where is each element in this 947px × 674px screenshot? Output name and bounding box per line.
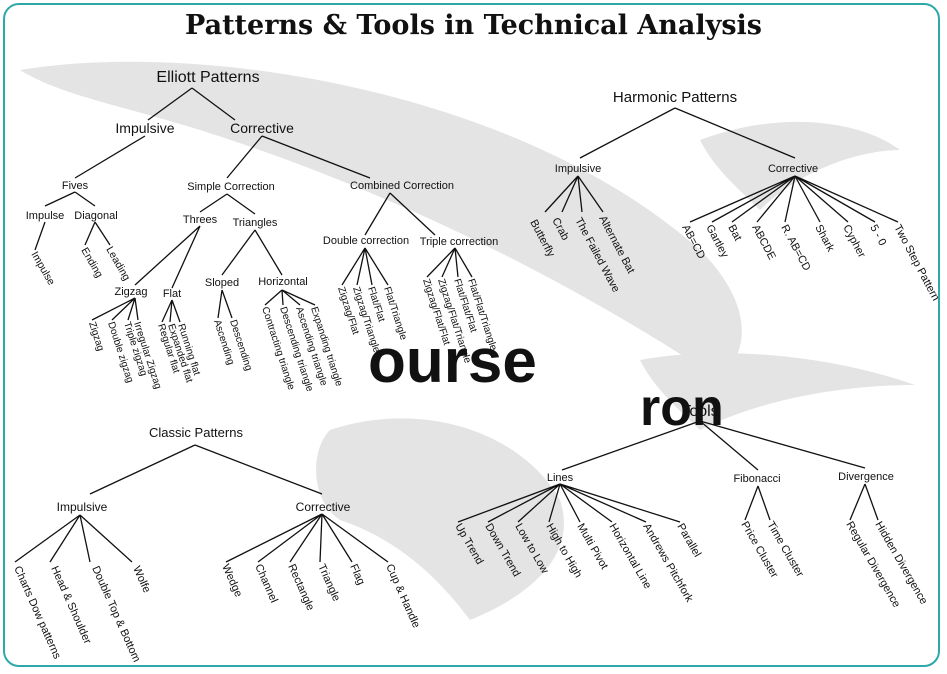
elliott-double-correction: Double correction bbox=[323, 235, 409, 247]
harmonic-corrective-leaf: ABCDE bbox=[749, 223, 777, 262]
classic-impulsive-leaf: Head & Shoulder bbox=[48, 564, 93, 646]
elliott-horizontal: Horizontal bbox=[258, 276, 308, 288]
classic-corrective-leaf: Rectangle bbox=[285, 562, 316, 612]
classic-corrective-leaf: Triangle bbox=[315, 562, 342, 603]
elliott-simple-correction: Simple Correction bbox=[187, 181, 274, 193]
classic-corrective-leaf: Wedge bbox=[219, 562, 244, 599]
watermark-text: ourse bbox=[368, 327, 537, 396]
tools-lines: Lines bbox=[547, 472, 574, 484]
elliott-zigzag: Zigzag bbox=[114, 286, 147, 298]
tools-lines-leaf: Parallel bbox=[674, 522, 703, 560]
classic-impulsive-leaf: Double Top & Bottom bbox=[89, 564, 142, 664]
elliott-impulse-leaf: Impulse bbox=[28, 250, 57, 288]
watermark: ourse ron bbox=[20, 61, 915, 620]
tools-fibonacci: Fibonacci bbox=[733, 473, 780, 485]
elliott-diagonal-leaf: Ending bbox=[78, 246, 105, 280]
elliott-sloped: Sloped bbox=[205, 277, 239, 289]
classic-corrective-leaf: Flag bbox=[347, 562, 367, 586]
tools-divergence: Divergence bbox=[838, 471, 894, 483]
elliott-impulsive: Impulsive bbox=[115, 120, 174, 136]
classic-corrective: Corrective bbox=[296, 500, 351, 514]
harmonic-root: Harmonic Patterns bbox=[613, 89, 737, 106]
harmonic-corrective-leaf: R. AB=CD bbox=[778, 223, 812, 273]
harmonic-corrective-leaf: Cypher bbox=[840, 223, 867, 260]
harmonic-corrective-leaf: Shark bbox=[812, 223, 836, 254]
elliott-zigzag-leaf: Zigzag bbox=[86, 321, 106, 353]
elliott-flat: Flat bbox=[163, 288, 181, 300]
tools-divergence-leaf: Regular Divergence bbox=[843, 520, 902, 610]
harmonic-corrective-leaf: Two Step Pattern bbox=[891, 223, 941, 303]
elliott-triangles: Triangles bbox=[233, 217, 278, 229]
elliott-root: Elliott Patterns bbox=[156, 69, 259, 86]
tools-divergence-leaf: Hidden Divergence bbox=[872, 520, 929, 607]
classic-root: Classic Patterns bbox=[149, 425, 243, 440]
elliott-corrective: Corrective bbox=[230, 120, 294, 136]
elliott-combined-correction: Combined Correction bbox=[350, 180, 454, 192]
harmonic-impulsive: Impulsive bbox=[555, 163, 601, 175]
harmonic-corrective: Corrective bbox=[768, 163, 818, 175]
tools-root: Tools bbox=[681, 403, 718, 420]
page-title: Patterns & Tools in Technical Analysis bbox=[185, 10, 762, 41]
elliott-diagonal-leaf: Leading bbox=[103, 245, 132, 284]
elliott-threes: Threes bbox=[183, 214, 218, 226]
elliott-fives-diagonal: Diagonal bbox=[74, 210, 117, 222]
classic-impulsive-leaf: Wolfe bbox=[130, 564, 152, 594]
tools-lines-leaf: Multi Pivot bbox=[574, 522, 610, 572]
harmonic-corrective-leaf: Bat bbox=[725, 223, 743, 243]
elliott-fives-impulse: Impulse bbox=[26, 210, 65, 222]
classic-impulsive: Impulsive bbox=[57, 500, 108, 514]
elliott-triple-correction: Triple correction bbox=[420, 236, 498, 248]
classic-corrective-leaf: Channel bbox=[252, 562, 280, 604]
classic-corrective-leaf: Cup & Handle bbox=[383, 562, 422, 629]
harmonic-corrective-leaf: 5 - 0 bbox=[867, 223, 888, 248]
elliott-fives: Fives bbox=[62, 180, 89, 192]
